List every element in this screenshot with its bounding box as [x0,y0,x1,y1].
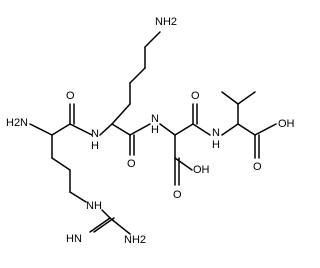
lysine-side-chain [129,31,161,105]
label-oh-asp: OH [193,164,210,176]
backbone-val [221,91,277,159]
label-h-arg-lys: H [91,140,99,152]
label-n-arg-lys: N [91,128,99,140]
label-oh-val: OH [278,118,295,130]
label-n-lys-asp: N [151,113,159,125]
label-n-asp-val: N [212,127,220,139]
label-o-asp: O [191,90,200,102]
label-o-lys: O [127,158,136,170]
backbone-asp [159,103,211,186]
label-o-val: O [253,161,262,173]
peptide-structure-diagram: NH2 O H2N N H O N H O N H OH O OH O NH H… [6,16,295,246]
label-nh2-top: NH2 [155,16,177,28]
arginine-side-chain [29,123,131,235]
label-hn-guan: HN [66,233,82,245]
label-nh-guan: NH [86,200,102,212]
label-h-asp-val: H [212,139,220,151]
label-h-lys-asp: H [151,124,159,136]
label-o-asp-side: O [173,189,182,201]
label-h2n-left: H2N [6,117,28,129]
backbone-arg-lys [51,103,151,156]
label-o-arg: O [66,90,75,102]
label-nh2-guan: NH2 [124,234,146,246]
